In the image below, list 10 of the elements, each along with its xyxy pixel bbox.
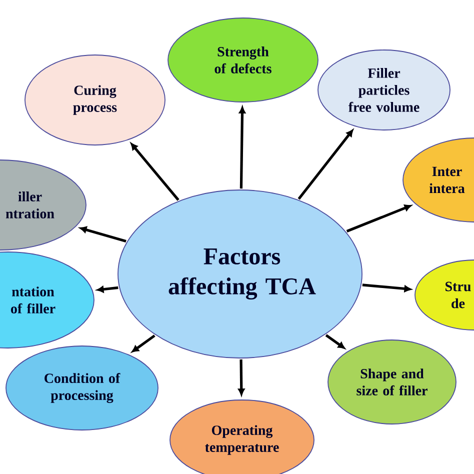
arrow (239, 106, 246, 189)
arrow (132, 334, 156, 352)
arrow (130, 143, 180, 201)
arrow (80, 226, 126, 242)
arrow (238, 359, 245, 396)
arrow (298, 130, 354, 200)
arrow (362, 284, 411, 292)
arrow (325, 334, 345, 349)
arrow (346, 204, 412, 232)
arrow (97, 286, 118, 293)
